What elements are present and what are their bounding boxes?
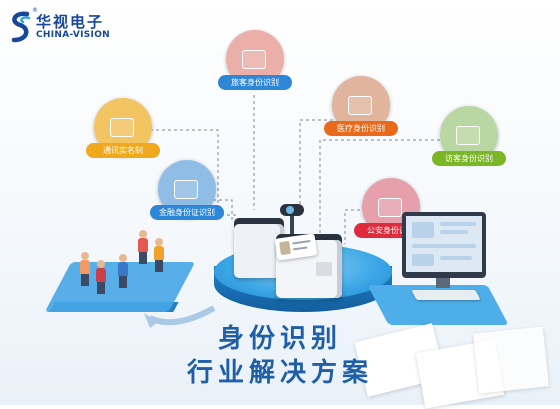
id-card-icon [174, 180, 198, 199]
scenario-label: 医疗身份识别 [324, 121, 398, 136]
screen-line [440, 230, 468, 234]
scenario-label: 通讯实名制 [86, 143, 160, 158]
person-figure [80, 252, 90, 286]
camera-stand [290, 214, 294, 236]
headline-line-1: 身份识别 [217, 324, 342, 354]
id-card-icon [456, 126, 480, 145]
screen-line [412, 244, 476, 248]
person-figure [138, 230, 148, 264]
brand-name-en: CHINA-VISION [36, 30, 110, 40]
scanner-slot [316, 262, 332, 276]
monitor-stand [436, 278, 450, 288]
screen-card [412, 254, 434, 266]
camera-lens [286, 206, 294, 214]
keyboard-icon [411, 290, 481, 300]
headline-line-2: 行业解决方案 [186, 358, 373, 388]
scenario-medical-id: 医疗身份识别 [324, 76, 398, 136]
screen-card [412, 222, 434, 238]
scenario-label: 金融身份证识别 [150, 205, 224, 220]
screen-line [440, 256, 472, 260]
scenario-label: 访客身份识别 [432, 151, 506, 166]
person-figure [118, 254, 128, 288]
id-card-icon [378, 198, 402, 217]
scenario-finance-id: 金融身份证识别 [150, 160, 224, 220]
scenario-telecom-real-name: 通讯实名制 [86, 98, 160, 158]
registered-mark: ® [32, 7, 38, 14]
scenario-passenger-id: 旅客身份识别 [218, 30, 292, 90]
id-card-icon [110, 118, 134, 137]
scenario-visitor-id: 访客身份识别 [432, 106, 506, 166]
brand-name-cn: 华视电子 [36, 13, 105, 31]
china-vision-logo-icon [11, 11, 31, 43]
screen-line [440, 222, 476, 226]
id-card-icon [242, 50, 266, 69]
scenario-label: 旅客身份识别 [218, 75, 292, 90]
person-figure [96, 260, 106, 294]
id-card-icon [348, 96, 372, 115]
person-figure [154, 238, 164, 272]
